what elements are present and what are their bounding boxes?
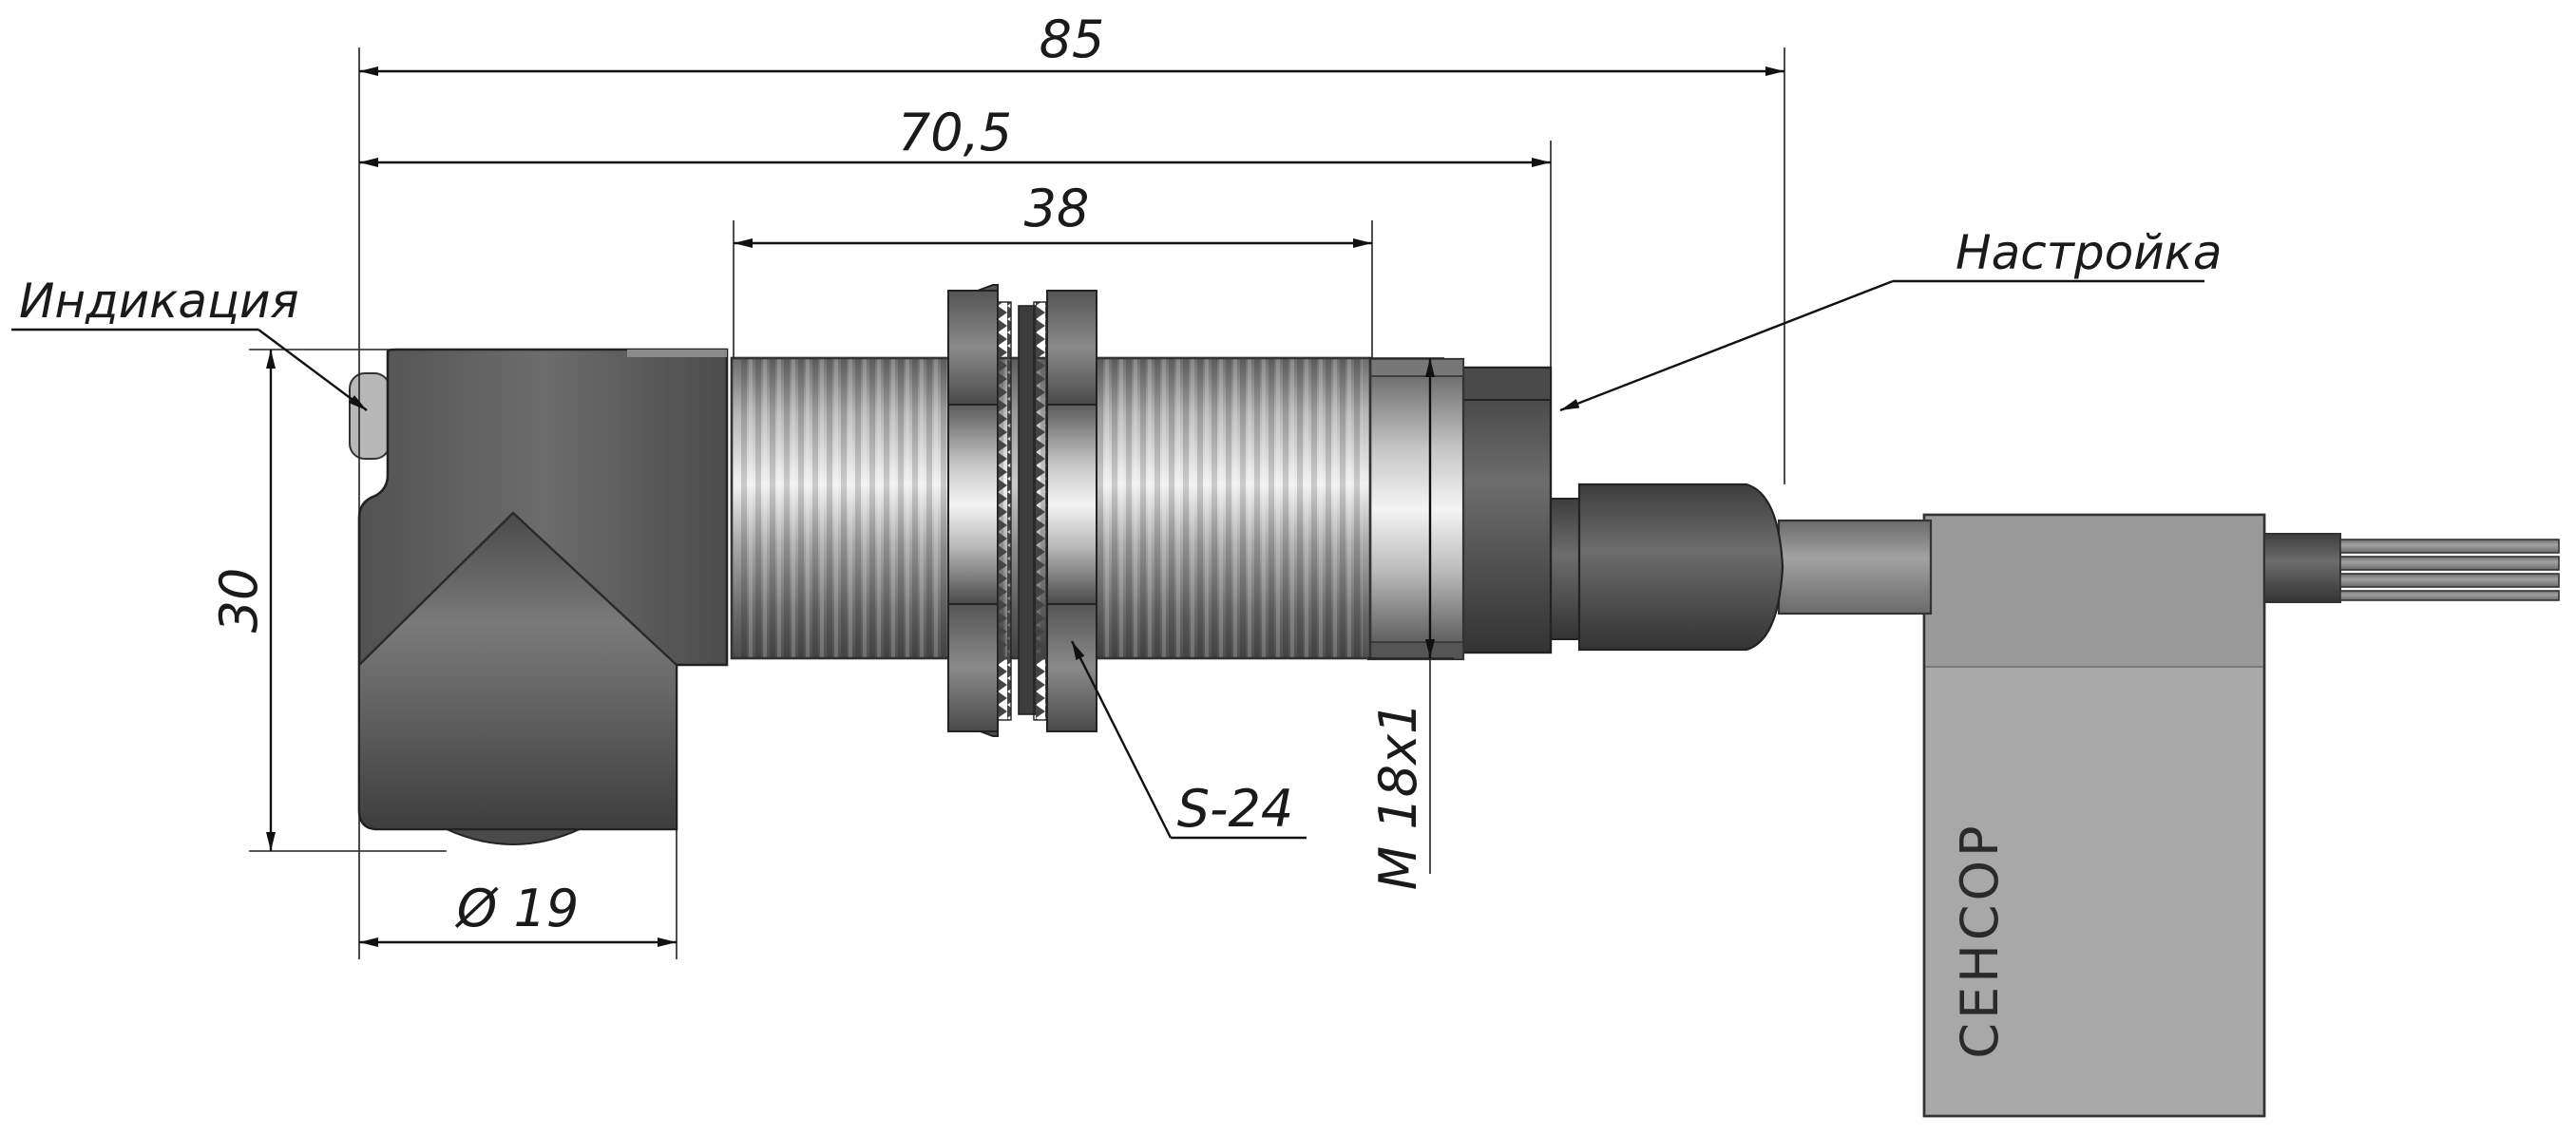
angled-housing xyxy=(349,348,729,845)
dim-thread-size-label: M 18x1 xyxy=(1368,702,1428,891)
callouts: Индикация Настройка xyxy=(11,225,2223,412)
nut-left xyxy=(947,284,1012,737)
adjustment-cap xyxy=(1458,366,1553,654)
nut-right xyxy=(1046,290,1097,732)
dim-overall-label: 85 xyxy=(1040,9,1105,69)
dim-thread-label: 38 xyxy=(1024,179,1090,238)
sensor-body xyxy=(349,284,2560,1118)
indication-label: Индикация xyxy=(19,274,299,329)
dim-adjust-label: 70,5 xyxy=(898,103,1012,162)
threaded-barrel xyxy=(730,356,1372,660)
cable-gland xyxy=(1548,483,1784,652)
nut-size-label: S-24 xyxy=(1177,779,1293,839)
cable-tag xyxy=(1922,513,2266,1118)
collar xyxy=(1366,357,1465,661)
dim-height-label: 30 xyxy=(209,568,269,634)
cable xyxy=(1777,519,2560,615)
dimensions: 85 70,5 38 30 Ø 19 M 18x1 S-24 xyxy=(209,9,1785,959)
washer xyxy=(1018,301,1048,721)
adjustment-label: Настройка xyxy=(1956,225,2223,280)
brand-label: СЕНСОР xyxy=(1950,822,2010,1058)
dim-diameter-label: Ø 19 xyxy=(455,879,579,938)
